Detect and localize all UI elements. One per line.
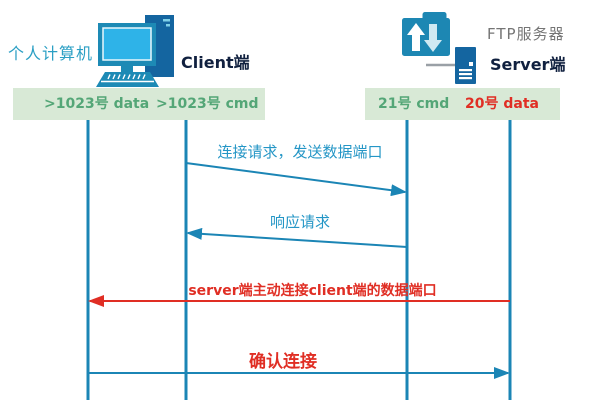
message-label-response: 响应请求 — [269, 213, 330, 231]
message-arrow-response — [186, 227, 408, 248]
server-data-port-label: 20号 data — [465, 96, 539, 112]
message-label-confirm-connection: 确认连接 — [249, 352, 317, 372]
server-cmd-port-label: 21号 cmd — [378, 96, 450, 112]
server-endpoint-label: Server端 — [490, 55, 566, 74]
client-data-port-label: >1023号 data — [44, 96, 150, 112]
server-ports-bar: 21号 cmd 20号 data — [365, 88, 560, 120]
server-device-label: FTP服务器 — [487, 25, 565, 43]
message-arrow-connect-request — [185, 162, 407, 197]
message-label-server-connects-data-port: server端主动连接client端的数据端口 — [188, 283, 437, 299]
client-cmd-port-label: >1023号 cmd — [156, 96, 259, 112]
client-ports-bar: >1023号 data >1023号 cmd — [13, 88, 265, 120]
server-tower-icon — [455, 47, 476, 84]
desktop-computer-icon — [96, 15, 174, 87]
client-device-label: 个人计算机 — [8, 44, 94, 63]
ftp-server-icon — [402, 12, 476, 84]
client-endpoint-label: Client端 — [181, 53, 250, 72]
message-label-connect-request: 连接请求，发送数据端口 — [217, 143, 383, 161]
